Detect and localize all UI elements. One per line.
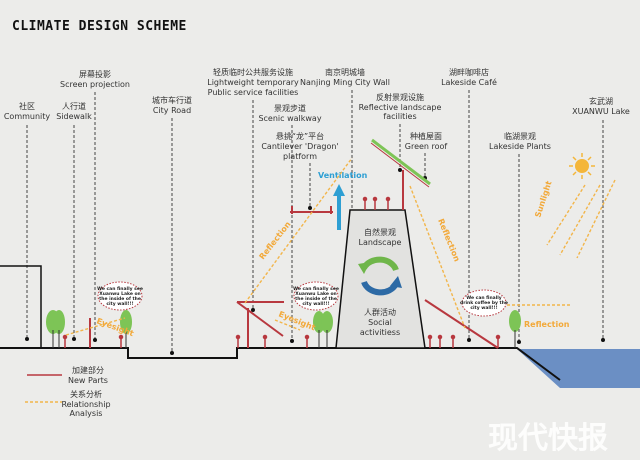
label-city-road: 城市车行道 City Road [152,95,192,115]
legend-relationship-en1: Relationship [61,400,110,409]
label-community: 社区 Community [4,101,51,121]
svg-text:临湖景观: 临湖景观 [504,131,536,141]
sun-icon [569,153,595,179]
city-wall [335,209,426,349]
svg-text:Reflective landscape: Reflective landscape [359,103,442,112]
svg-text:platform: platform [283,152,317,161]
svg-text:自然景观: 自然景观 [364,227,396,237]
leader-lines [25,90,605,355]
svg-text:屏幕投影: 屏幕投影 [79,69,111,79]
svg-text:Green roof: Green roof [405,142,448,151]
svg-text:湖畔咖啡店: 湖畔咖啡店 [449,67,489,77]
label-reflective-facilities: 反射景观设施 Reflective landscape facilities [359,92,442,121]
label-screen-projection: 屏幕投影 Screen projection [60,69,130,89]
reflection-label-left: Reflection [257,220,292,262]
svg-text:Lakeside Plants: Lakeside Plants [489,142,551,151]
speech-bubble-coffee: We can finally drink coffee by the city … [460,289,508,317]
svg-text:Scenic walkway: Scenic walkway [258,114,321,123]
svg-text:Lightweight temporary: Lightweight temporary [207,78,299,87]
watermark-logo: 现代快报 [488,421,608,456]
svg-text:Cantilever 'Dragon': Cantilever 'Dragon' [261,142,338,151]
svg-text:Xuanwu Lake on: Xuanwu Lake on [295,291,337,297]
svg-text:Sidewalk: Sidewalk [56,112,92,121]
legend-new-parts-en: New Parts [68,376,108,385]
new-parts [62,138,501,349]
svg-text:人群活动: 人群活动 [364,307,396,317]
svg-text:We can finally: We can finally [466,295,502,301]
svg-text:反射景观设施: 反射景观设施 [376,92,424,102]
ventilation-label: Ventilation [318,171,368,180]
ventilation-arrow: Ventilation [318,171,368,230]
svg-text:drink coffee by the: drink coffee by the [460,300,508,306]
svg-text:Lakeside Café: Lakeside Café [441,77,497,87]
legend-new-parts-zh: 加建部分 [72,365,104,375]
svg-text:轻质临时公共服务设施: 轻质临时公共服务设施 [213,67,293,77]
svg-text:玄武湖: 玄武湖 [589,96,613,106]
diagram-title: CLIMATE DESIGN SCHEME [12,19,187,34]
community-building [0,265,42,348]
svg-text:城市车行道: 城市车行道 [152,95,192,105]
svg-text:Public service facilities: Public service facilities [208,88,299,97]
svg-text:Xuanwu Lake on: Xuanwu Lake on [99,291,141,297]
reflection-label-lake: Reflection [524,320,570,329]
legend: 加建部分 New Parts 关系分析 Relationship Analysi… [25,365,111,418]
label-green-roof: 种植屋面 Green roof [405,131,448,151]
label-lakeside-plants: 临湖景观 Lakeside Plants [489,131,551,151]
legend-relationship-en2: Analysis [70,409,103,418]
svg-text:社区: 社区 [19,101,35,111]
svg-text:city wall!!!: city wall!!! [302,301,329,307]
sunlight-label: Sunlight [533,180,553,219]
svg-text:the inside of the: the inside of the [295,296,337,302]
label-cantilever-platform: 悬挑“龙”平台 Cantilever 'Dragon' platform [261,131,338,161]
svg-text:activitiess: activitiess [360,328,400,337]
svg-text:种植屋面: 种植屋面 [410,131,442,141]
svg-text:悬挑“龙”平台: 悬挑“龙”平台 [276,131,324,141]
label-xuanwu-lake: 玄武湖 XUANWU Lake [572,96,630,116]
label-scenic-walkway: 景观步道 Scenic walkway [258,103,321,123]
speech-bubble-left: We can finally see Xuanwu Lake on the in… [97,281,143,311]
legend-relationship-zh: 关系分析 [70,389,102,399]
label-lakeside-cafe: 湖畔咖啡店 Lakeside Café [441,67,497,87]
label-lightweight-facilities: 轻质临时公共服务设施 Lightweight temporary Public … [207,67,299,97]
reflection-label-right: Reflection [436,217,461,263]
svg-text:city wall!!!: city wall!!! [106,301,133,307]
ground-section [0,347,561,381]
svg-text:facilities: facilities [383,112,416,121]
svg-text:南京明城墙: 南京明城墙 [325,67,365,77]
cycle-arrows-icon [358,256,402,296]
svg-text:the inside of the: the inside of the [99,296,141,302]
svg-text:Landscape: Landscape [359,238,402,247]
svg-text:Community: Community [4,112,51,121]
svg-text:景观步道: 景观步道 [274,103,306,113]
svg-text:City Road: City Road [153,106,191,115]
label-city-wall: 南京明城墙 Nanjing Ming City Wall [300,67,390,87]
svg-text:We can finally see: We can finally see [293,286,339,292]
svg-text:人行道: 人行道 [62,101,86,111]
svg-text:XUANWU Lake: XUANWU Lake [572,107,630,116]
svg-text:Social: Social [368,318,392,327]
svg-text:We can finally see: We can finally see [97,286,143,292]
xuanwu-lake-water [517,349,640,388]
speech-bubble-middle: We can finally see Xuanwu Lake on the in… [293,281,339,311]
trees [46,310,521,348]
wall-center-text: 自然景观 Landscape 人群活动 Social activitiess [359,227,402,337]
eyesight-label-right: Eyesight [277,310,317,333]
label-sidewalk: 人行道 Sidewalk [56,101,92,121]
svg-text:Nanjing Ming City Wall: Nanjing Ming City Wall [300,78,390,87]
svg-text:Screen projection: Screen projection [60,80,130,89]
svg-text:city wall!!!: city wall!!! [470,305,497,311]
